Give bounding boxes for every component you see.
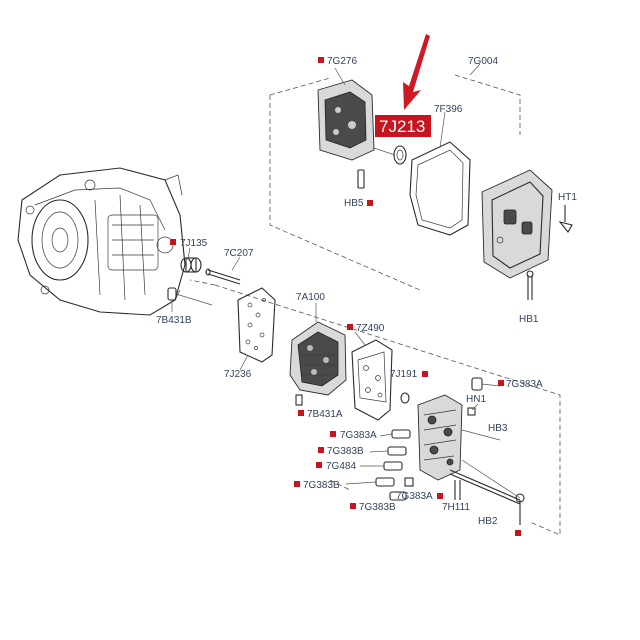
callout-label: 7B431A <box>307 409 343 420</box>
callout-label: 7J191 <box>390 369 418 380</box>
callout-label: HB5 <box>344 198 364 209</box>
part-ht1 <box>558 205 573 233</box>
callout-label: 7G004 <box>468 56 498 67</box>
callout-7b431a: 7B431A <box>298 409 343 420</box>
part-seal-7j213 <box>373 145 407 165</box>
solenoid-connectors <box>375 429 414 501</box>
callout-hn1: HN1 <box>466 394 486 405</box>
callout-label: 7B431B <box>156 315 192 326</box>
callout-7j191: 7J191 <box>390 369 428 380</box>
part-bolt-7b431a <box>295 394 303 406</box>
part-bushing-7j135 <box>180 257 202 273</box>
callout-label: 7G276 <box>327 56 357 67</box>
callout-7g383a-mid: 7G383A <box>330 430 377 441</box>
callout-7j236: 7J236 <box>224 369 252 380</box>
part-bolt-hb5 <box>357 169 365 189</box>
callout-7g383b-b: 7G383B <box>294 480 340 491</box>
part-bolt-7b431b <box>167 287 213 306</box>
part-seal-7j191 <box>400 392 410 404</box>
callout-7j213-highlight: 7J213 <box>375 115 431 137</box>
callout-label: HB1 <box>519 314 539 325</box>
part-separator-plate-7j236 <box>237 287 276 363</box>
callout-label: 7G383B <box>327 446 364 457</box>
callout-7g383a-upper: 7G383A <box>498 379 543 390</box>
part-plate-7z490 <box>351 339 393 421</box>
part-valve-body-7a100 <box>289 321 347 396</box>
callout-7g484: 7G484 <box>316 461 356 472</box>
callout-label: HN1 <box>466 394 486 405</box>
part-bolt-hb1 <box>526 270 534 300</box>
callout-7g383b-a: 7G383B <box>318 446 364 457</box>
callout-label: 7G383A <box>340 430 377 441</box>
callout-7j135: 7J135 <box>170 238 208 249</box>
callout-label: HB2 <box>478 516 498 527</box>
callout-label: 7Z490 <box>356 323 385 334</box>
part-nut-hn1 <box>467 407 476 416</box>
part-cover-7g004 <box>481 169 553 279</box>
callout-label: 7J236 <box>224 369 252 380</box>
callout-7g004: 7G004 <box>468 56 498 67</box>
part-sensor-7g383a-upper <box>471 377 501 391</box>
callout-label: 7C207 <box>224 248 254 259</box>
callout-7c207: 7C207 <box>224 248 254 259</box>
callout-7b431b: 7B431B <box>156 315 192 326</box>
callout-7g276: 7G276 <box>318 56 357 67</box>
callout-7f396: 7F396 <box>434 104 463 115</box>
callout-7g383a-lower: 7G383A <box>396 491 443 502</box>
highlight-arrow-icon <box>403 34 430 110</box>
callout-hb2: HB2 <box>478 516 521 536</box>
callout-label: 7G383B <box>359 502 396 513</box>
callout-label: 7G383A <box>506 379 543 390</box>
part-pin-7c207 <box>205 268 241 285</box>
callout-hb3: HB3 <box>488 423 508 434</box>
highlight-label: 7J213 <box>379 117 425 136</box>
part-bolt-7h111 <box>454 480 461 500</box>
callout-label: 7J135 <box>180 238 208 249</box>
callout-label: 7G383A <box>396 491 433 502</box>
callout-hb5: HB5 <box>344 198 373 209</box>
callout-7h111: 7H111 <box>442 502 470 513</box>
callout-labels: 7G276 7G004 7F396 HT1 HB5 7J135 7C207 7A… <box>156 56 577 536</box>
callout-label: 7G383B <box>303 480 340 491</box>
callout-ht1: HT1 <box>558 192 577 203</box>
leader-lines <box>171 63 481 485</box>
callout-label: 7G484 <box>326 461 356 472</box>
part-valve-plate-7g276 <box>317 79 375 161</box>
callout-label: HB3 <box>488 423 508 434</box>
part-bolt-hb2 <box>515 493 525 525</box>
callout-hb1: HB1 <box>519 314 539 325</box>
callout-label: HT1 <box>558 192 577 203</box>
assembly-frame-lower <box>189 279 561 536</box>
callout-label: 7A100 <box>296 292 325 303</box>
callout-label: 7F396 <box>434 104 463 115</box>
assembly-frame-upper <box>269 74 521 291</box>
callout-7a100: 7A100 <box>296 292 325 303</box>
callout-label: 7H111 <box>442 502 470 513</box>
transmission-case-drawing <box>17 167 186 316</box>
part-gasket-7f396 <box>409 141 471 236</box>
callout-7g383b-c: 7G383B <box>350 502 396 513</box>
part-solenoid-body <box>417 394 521 505</box>
callout-7z490: 7Z490 <box>347 323 385 334</box>
